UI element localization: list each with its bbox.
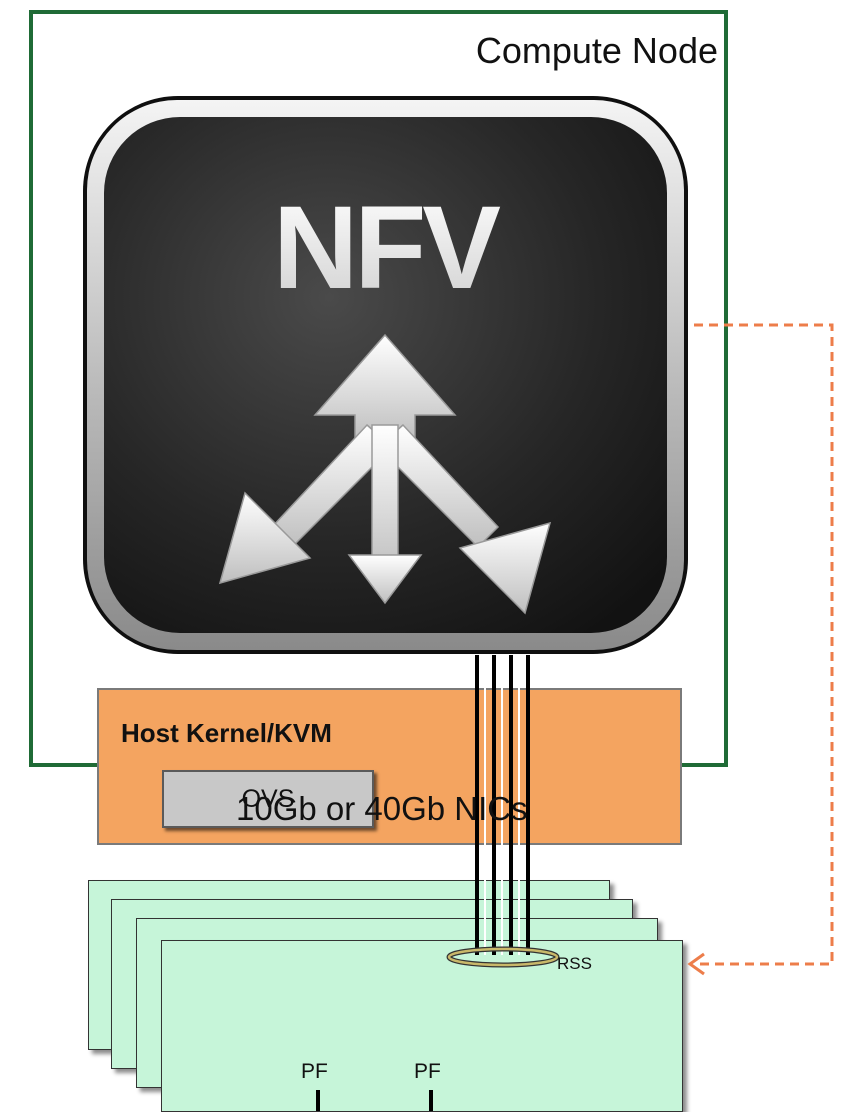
dashed-feedback-arrow [694,323,834,966]
nfv-logo-text: NFV [273,182,500,314]
dashed-arrow-head [687,952,705,976]
vf-lines-inner [484,655,520,955]
compute-node-title: Compute Node [475,30,718,71]
three-way-arrow-icon [218,333,552,615]
vf-lines [475,655,530,955]
host-kernel-title: Host Kernel/KVM [121,718,332,748]
nic-label: 10Gb or 40Gb NICs [236,790,528,827]
ovs-box: OVS [162,770,374,828]
nfv-logo-tile: NFV [83,96,688,654]
pf-label-left: PF [301,1060,328,1083]
rss-label: RSS [557,954,592,973]
ovs-label: OVS [241,784,295,813]
pf-label-right: PF [414,1060,441,1083]
nic-card-front [161,940,683,1112]
